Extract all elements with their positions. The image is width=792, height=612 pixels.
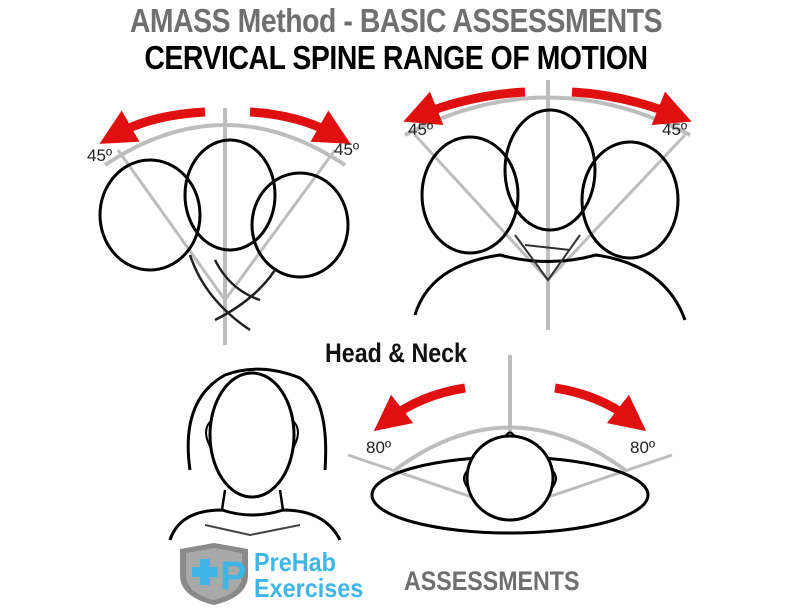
angle-label-flexion-left: 45º	[87, 146, 113, 165]
lateral-head-left	[420, 135, 520, 255]
neutral-hair	[186, 367, 328, 471]
rotation-nose	[504, 431, 516, 438]
head-neck-label: Head & Neck	[325, 338, 467, 368]
lateral-arrow-right	[571, 87, 692, 126]
lateral-neck	[514, 234, 581, 282]
rotation-arrow-right	[554, 383, 647, 432]
logo-line1: PreHab	[254, 547, 336, 577]
neutral-face	[208, 371, 296, 499]
page-subtitle: CERVICAL SPINE RANGE OF MOTION	[144, 39, 648, 76]
rotation-head	[465, 434, 555, 522]
lateral-head-right	[580, 140, 680, 260]
neutral-neck	[220, 489, 285, 511]
angle-label-lateral-right: 45º	[662, 120, 688, 139]
flexion-head-right	[250, 171, 350, 279]
angle-label-rotation-right: 80º	[630, 438, 656, 457]
page-title: AMASS Method - BASIC ASSESSMENTS	[129, 2, 663, 39]
angle-label-lateral-left: 45º	[408, 120, 434, 139]
flexion-neck	[188, 254, 277, 332]
rotation-diagram	[347, 355, 673, 535]
neutral-collarbones	[204, 524, 301, 537]
lateral-shoulders	[413, 253, 687, 321]
neutral-shoulders	[168, 508, 342, 541]
lateral-arrow-left	[403, 87, 526, 126]
flexion-head-left	[98, 158, 202, 272]
lateral-head-center	[503, 108, 597, 232]
flexion-arrow-right	[249, 107, 351, 144]
prehab-logo: P PreHab Exercises	[172, 541, 382, 607]
footer-assessments-label: ASSESSMENTS	[404, 566, 580, 596]
logo-line2: Exercises	[254, 573, 364, 603]
angle-label-flexion-right: 45º	[334, 140, 360, 159]
neutral-ear-left	[205, 419, 213, 451]
neutral-ear-right	[291, 419, 299, 451]
flexion-guide-right	[223, 149, 337, 301]
logo-mark: P	[220, 554, 247, 598]
rotation-ear-right	[551, 469, 557, 489]
flexion-arrow-left	[99, 107, 206, 144]
lateral-flexion-diagram	[403, 80, 692, 330]
flexion-head-center	[183, 138, 277, 252]
angle-label-rotation-left: 80º	[366, 438, 392, 457]
lateral-guide-left	[413, 133, 550, 282]
rotation-arrow-left	[373, 383, 466, 432]
shield-plus-icon: P	[180, 543, 248, 605]
rotation-ear-left	[463, 469, 469, 489]
flexion-guide-left	[116, 149, 227, 301]
neutral-head-diagram	[168, 367, 342, 541]
flexion-diagram	[98, 107, 351, 345]
